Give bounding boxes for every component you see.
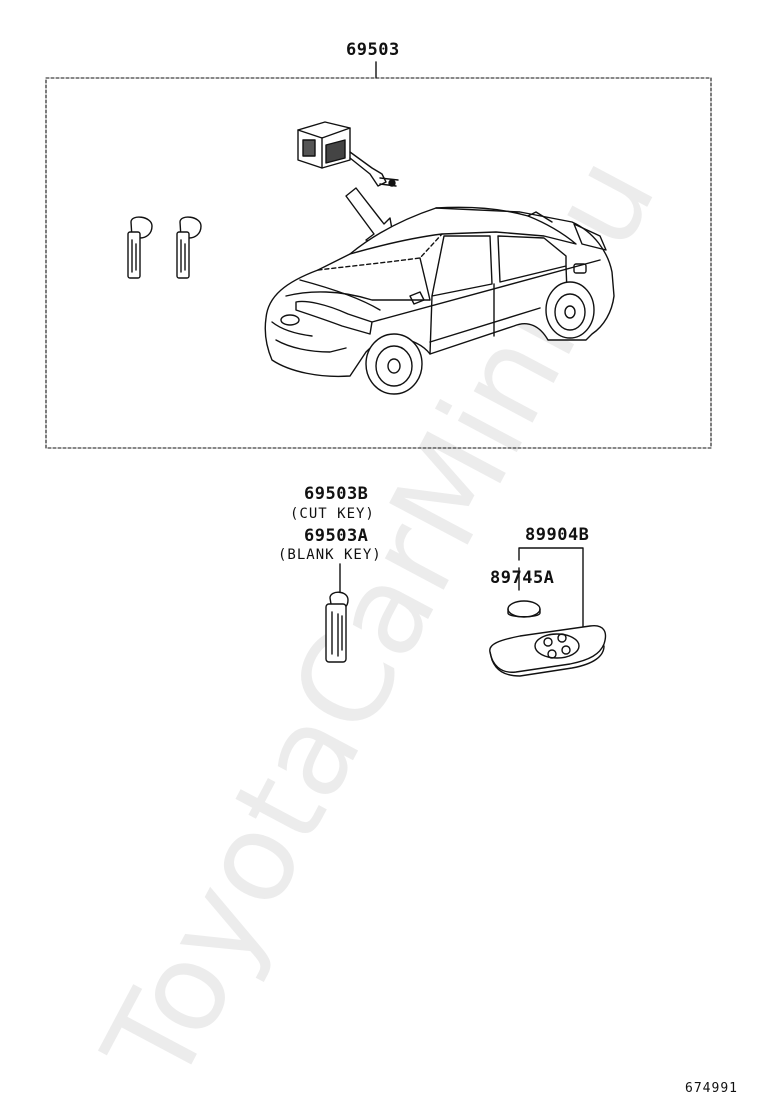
battery-part-number: 89745A (490, 568, 555, 588)
blank-key-part-number: 69503A (304, 526, 369, 546)
master-key-right-drawing (176, 216, 202, 279)
cut-key-part-number: 69503B (304, 484, 369, 504)
car-drawing (264, 206, 615, 395)
blank-key-drawing (325, 591, 349, 663)
cut-key-note: (CUT KEY) (290, 506, 375, 522)
transmitter-drawing (489, 625, 607, 677)
transmitter-leader-line (518, 547, 584, 641)
lock-cylinder-drawing (297, 121, 399, 187)
master-key-left-drawing (127, 216, 153, 279)
transmitter-part-number: 89904B (525, 525, 590, 545)
battery-drawing (507, 600, 541, 618)
assembly-part-number: 69503 (346, 40, 400, 60)
assembly-boundary-box (45, 77, 712, 449)
diagram-number: 674991 (685, 1081, 738, 1096)
blank-key-note: (BLANK KEY) (278, 547, 382, 563)
